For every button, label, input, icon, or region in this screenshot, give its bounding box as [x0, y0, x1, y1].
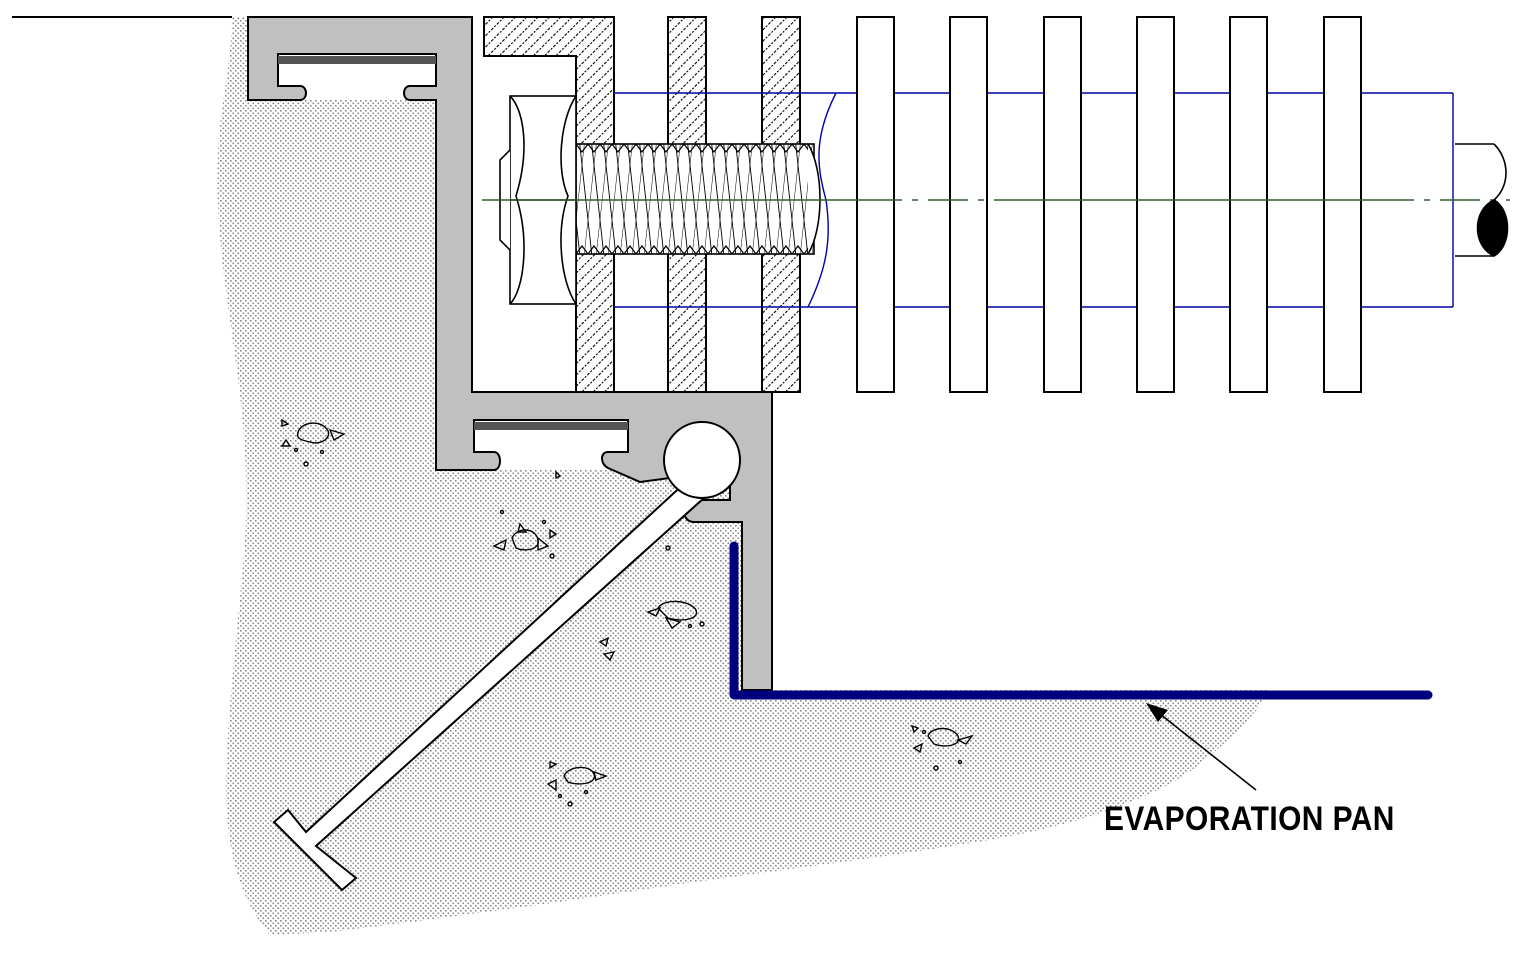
concrete-aggregate [280, 418, 974, 807]
evaporation-pan [729, 541, 1433, 700]
plain-fin-4 [1136, 16, 1175, 393]
drain-pipe [1455, 143, 1509, 257]
plain-fins [856, 16, 1362, 393]
plain-fin-3 [1043, 16, 1082, 393]
thread-crests-top [575, 143, 811, 153]
anchor-rod [272, 478, 706, 892]
plain-fin-1 [856, 16, 895, 393]
extrusion-slot-upper [278, 56, 436, 64]
evaporation-pan-label: EVAPORATION PAN [1104, 800, 1395, 838]
plain-fin-5 [1229, 16, 1268, 393]
plain-fin-6 [1323, 16, 1362, 393]
plain-fin-2 [949, 16, 988, 393]
threaded-shank [575, 143, 815, 255]
extrusion-slot-lower [474, 422, 628, 430]
shank-end [807, 143, 821, 255]
callout-leader [1146, 703, 1257, 791]
anchor-pivot [663, 421, 741, 499]
thread-crests-bottom [575, 245, 811, 255]
hatched-bracket [483, 16, 615, 393]
